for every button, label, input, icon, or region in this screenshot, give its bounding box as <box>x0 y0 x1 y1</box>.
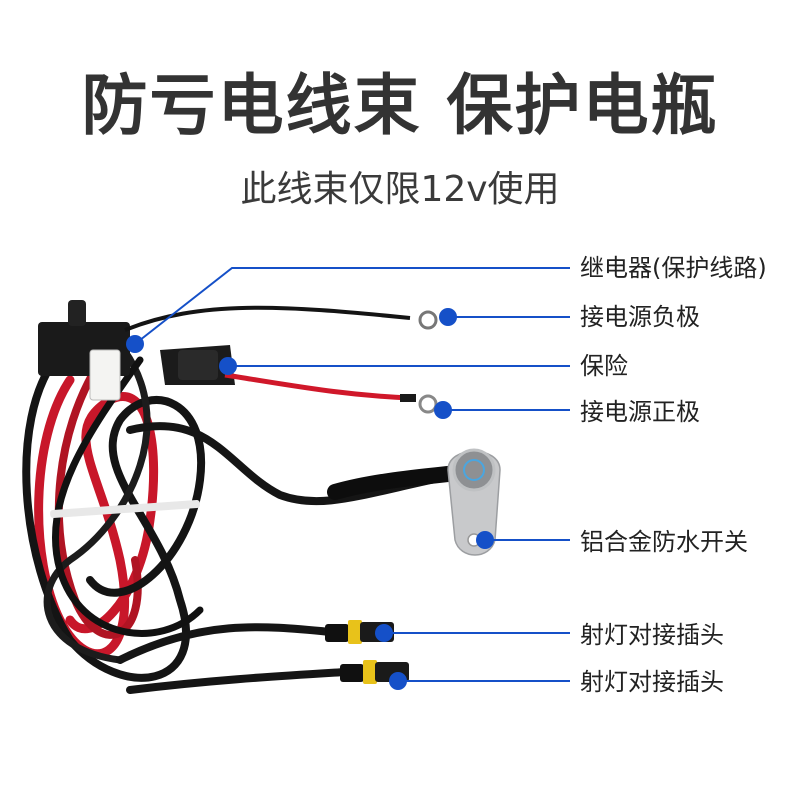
callout-dot-positive <box>434 401 452 419</box>
callout-dot-relay <box>126 335 144 353</box>
black-wire-loop <box>43 341 151 664</box>
connector-cable-lower <box>126 668 349 694</box>
white-connector <box>89 349 121 401</box>
switch-cable <box>126 422 444 506</box>
page-subtitle: 此线束仅限12v使用 <box>240 169 560 210</box>
callouts <box>126 267 570 690</box>
lower-connector-boot <box>340 664 364 682</box>
black-wire-loop <box>22 356 206 682</box>
callout-label-positive: 接电源正极 <box>580 398 700 426</box>
callout-label-negative: 接电源负极 <box>580 303 700 331</box>
callout-dot-connector-1 <box>375 624 393 642</box>
callout-dot-negative <box>439 308 457 326</box>
connector-cable-upper <box>116 623 334 664</box>
callout-dot-fuse <box>219 357 237 375</box>
positive-wire <box>224 372 411 401</box>
fuse-cap <box>178 350 218 380</box>
switch-button <box>452 448 496 492</box>
positive-ring-terminal <box>418 394 438 414</box>
callout-label-fuse: 保险 <box>580 352 628 380</box>
relay-mount <box>68 300 86 326</box>
upper-connector-latch <box>348 620 362 644</box>
callout-label-connector-1: 射灯对接插头 <box>580 621 724 649</box>
switch-button-ring <box>463 459 485 481</box>
callout-dot-switch <box>476 531 494 549</box>
upper-connector-boot <box>325 624 349 642</box>
callout-line-relay <box>134 267 570 345</box>
switch-sleeve <box>327 466 456 500</box>
black-wire-loop <box>52 356 204 637</box>
lower-connector-latch <box>363 660 377 684</box>
callout-label-connector-2: 射灯对接插头 <box>580 668 724 696</box>
harness-photo <box>22 300 501 694</box>
negative-ring-terminal <box>418 310 438 330</box>
callout-dot-connector-2 <box>389 672 407 690</box>
callout-label-switch: 铝合金防水开关 <box>580 528 748 556</box>
positive-crimp <box>400 394 416 402</box>
cable-tie <box>50 499 200 519</box>
negative-wire <box>124 305 411 332</box>
page-title: 防亏电线束 保护电瓶 <box>81 67 719 144</box>
callout-label-relay: 继电器(保护线路) <box>580 254 767 282</box>
